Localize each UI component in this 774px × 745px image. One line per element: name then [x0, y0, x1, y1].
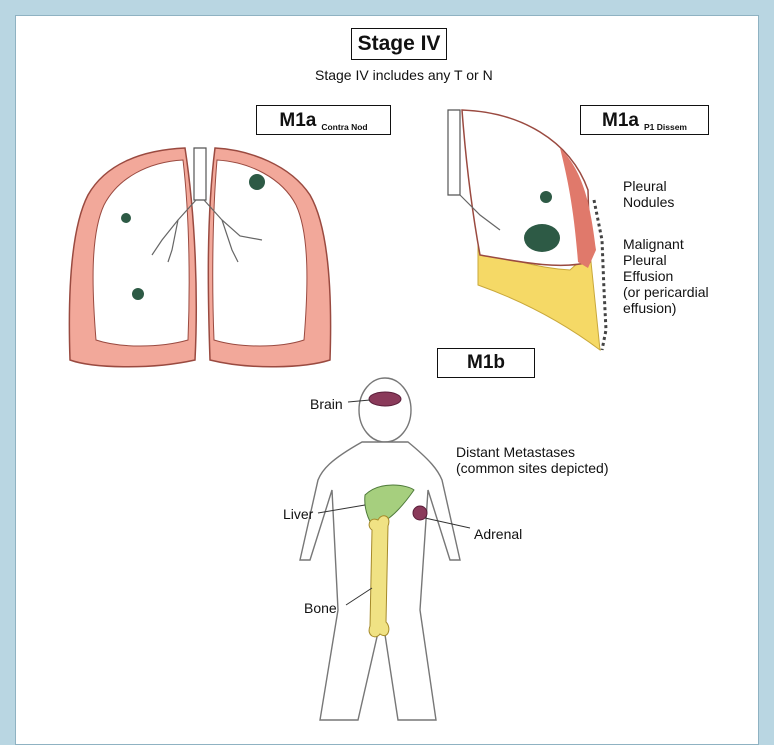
m1a-pleural-box: M1a P1 Dissem [580, 105, 709, 135]
m1b-box: M1b [437, 348, 535, 378]
liver-label: Liver [283, 506, 313, 522]
subtitle: Stage IV includes any T or N [315, 67, 493, 83]
nodule-small [540, 191, 552, 203]
m1a-contra-label: M1a [279, 110, 316, 132]
bone-label: Bone [304, 600, 337, 616]
bone-organ [369, 516, 389, 637]
nodule-contra-2 [121, 213, 131, 223]
pleural-nodules-label: Pleural Nodules [623, 178, 674, 210]
nodule-contra-1 [249, 174, 265, 190]
adrenal-label: Adrenal [474, 526, 522, 542]
brain-organ [369, 392, 401, 406]
effusion-line-1: Malignant [623, 236, 709, 252]
effusion-line-4: (or pericardial [623, 284, 709, 300]
m1a-contra-box: M1a Contra Nod [256, 105, 391, 135]
nodule-contra-3 [132, 288, 144, 300]
effusion-label: Malignant Pleural Effusion (or pericardi… [623, 236, 709, 316]
adrenal-organ [413, 506, 427, 520]
m1a-pleural-label: M1a [602, 110, 639, 132]
effusion-line-3: Effusion [623, 268, 709, 284]
pleural-dissem-illustration [448, 110, 606, 350]
trachea-right [448, 110, 460, 195]
effusion-line-2: Pleural [623, 252, 709, 268]
left-lungs-illustration [69, 148, 330, 367]
m1a-contra-sub: Contra Nod [321, 122, 367, 132]
distant-metastases-label: Distant Metastases (common sites depicte… [456, 444, 609, 476]
distant-line-2: (common sites depicted) [456, 460, 609, 476]
m1a-pleural-sub: P1 Dissem [644, 122, 687, 132]
effusion-line-5: effusion) [623, 300, 709, 316]
stage-title-box: Stage IV [351, 28, 447, 60]
nodule-green-large [524, 224, 560, 252]
trachea [194, 148, 206, 200]
distant-line-1: Distant Metastases [456, 444, 609, 460]
pleural-nodules-line-1: Pleural [623, 178, 674, 194]
head [359, 378, 411, 442]
pleural-nodules-line-2: Nodules [623, 194, 674, 210]
brain-label: Brain [310, 396, 343, 412]
